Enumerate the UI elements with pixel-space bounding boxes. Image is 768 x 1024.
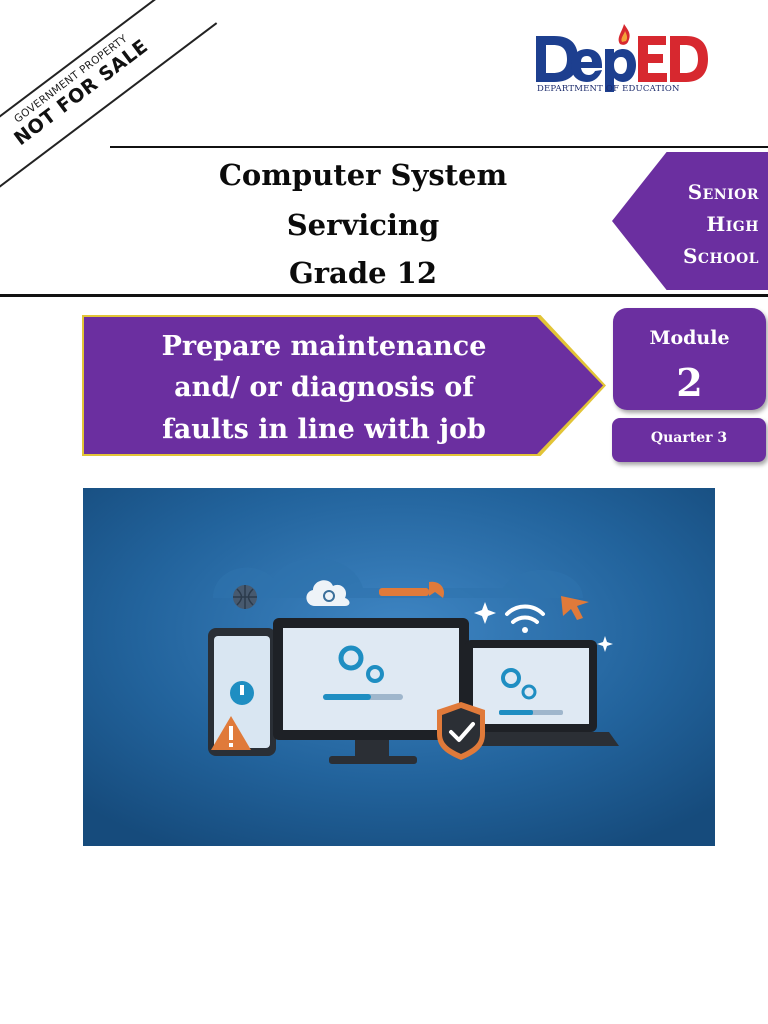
cursor-icon bbox=[561, 596, 589, 620]
module-label: Module bbox=[649, 327, 730, 349]
warning-icon bbox=[211, 716, 251, 750]
header-rule-bottom bbox=[0, 294, 768, 297]
shield-check-icon bbox=[437, 702, 485, 760]
quarter-label: Quarter 3 bbox=[650, 430, 728, 446]
track-label-high: High bbox=[706, 212, 759, 236]
course-title-line-1: Computer System bbox=[218, 158, 508, 192]
wrench-icon bbox=[379, 581, 445, 598]
grade-level: Grade 12 bbox=[288, 256, 438, 290]
module-title-line-2: and/ or diagnosis of bbox=[174, 372, 474, 403]
computer-servicing-illustration bbox=[83, 488, 715, 846]
quarter-card bbox=[612, 418, 766, 462]
module-title-banner bbox=[84, 317, 603, 454]
track-label-senior: Senior bbox=[687, 180, 759, 204]
desktop-monitor bbox=[273, 618, 469, 764]
course-title-line-2: Servicing bbox=[286, 208, 440, 242]
module-number: 2 bbox=[676, 360, 703, 405]
module-number-card bbox=[613, 308, 766, 410]
module-title-line-3: faults in line with job bbox=[162, 414, 486, 445]
wifi-icon bbox=[505, 604, 545, 633]
header-rule-top bbox=[110, 146, 768, 148]
laptop-device bbox=[443, 640, 619, 746]
globe-icon bbox=[233, 585, 257, 609]
deped-logo bbox=[536, 24, 708, 92]
logo-subtitle: DEPARTMENT OF EDUCATION bbox=[537, 84, 680, 94]
track-label-school: School bbox=[682, 244, 759, 268]
cloud-gear-icon bbox=[306, 580, 350, 606]
module-title-line-1: Prepare maintenance bbox=[161, 331, 487, 362]
phone-device bbox=[208, 628, 276, 756]
